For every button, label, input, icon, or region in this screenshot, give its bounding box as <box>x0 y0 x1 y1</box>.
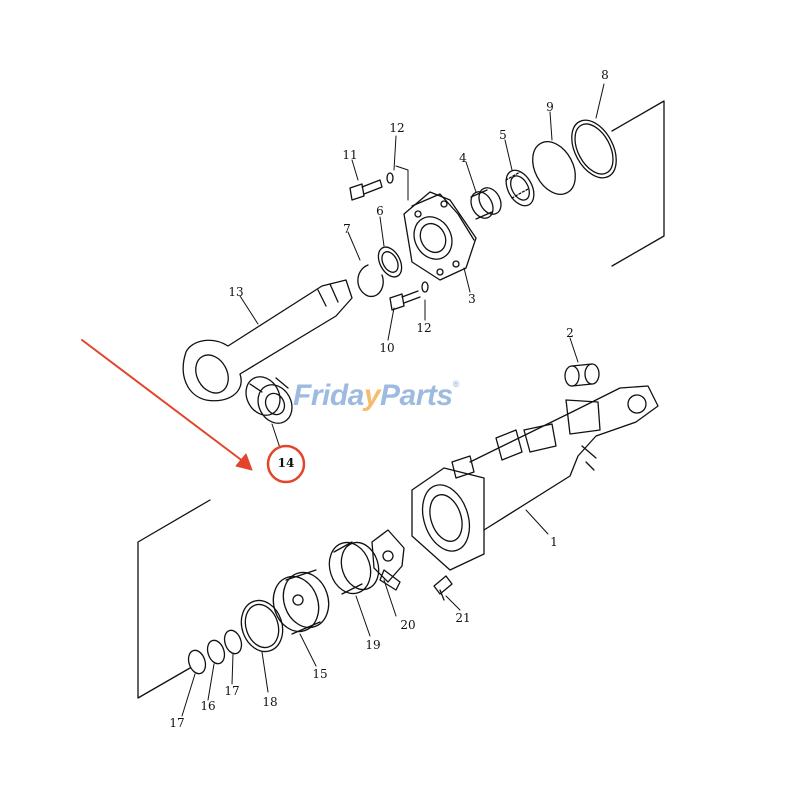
part-10-bolt <box>389 290 421 311</box>
label-part-4: 4 <box>459 151 467 165</box>
label-part-14: 14 <box>277 456 295 470</box>
label-part-10: 10 <box>379 341 395 355</box>
label-part-12-top: 12 <box>389 121 405 135</box>
label-part-19: 19 <box>365 638 381 652</box>
part-15-piston <box>272 569 330 635</box>
part-3-flange-block <box>403 191 477 281</box>
label-part-20: 20 <box>400 618 416 632</box>
part-20-flange-plate <box>371 529 405 591</box>
part-11-bolt <box>349 179 383 201</box>
label-part-5: 5 <box>499 128 507 142</box>
watermark-text-left: Frida <box>293 379 364 412</box>
part-19-nut <box>328 541 380 595</box>
watermark-registered-mark: ® <box>452 379 460 389</box>
part-17-ring-left <box>187 649 207 675</box>
label-part-16: 16 <box>200 699 216 713</box>
label-part-3: 3 <box>468 292 476 306</box>
label-part-12-bottom: 12 <box>416 321 432 335</box>
fridayparts-watermark: FridayParts® <box>293 379 459 413</box>
part-12-washer-bottom <box>421 281 429 293</box>
part-12-washer-top <box>386 172 394 184</box>
part-8-o-ring <box>571 119 617 179</box>
watermark-text-right: Parts <box>380 379 453 412</box>
label-part-21: 21 <box>455 611 471 625</box>
label-part-17-right: 17 <box>224 684 240 698</box>
part-6-bearing <box>377 246 403 278</box>
label-part-11: 11 <box>342 148 358 162</box>
part-17-ring-right <box>223 629 243 655</box>
part-2-bushing <box>564 363 600 387</box>
highlight-arrowhead <box>235 453 253 471</box>
assembly-bracket-top <box>611 100 665 267</box>
part-13-piston-rod <box>182 279 353 402</box>
leader-lines <box>181 83 605 717</box>
label-part-6: 6 <box>376 204 384 218</box>
label-part-15: 15 <box>312 667 328 681</box>
highlight-arrow-line <box>81 339 245 463</box>
part-7-snap-ring <box>357 264 384 298</box>
label-part-8: 8 <box>601 68 609 82</box>
highlight-circle <box>266 444 306 484</box>
label-part-7: 7 <box>343 222 351 236</box>
label-part-18: 18 <box>262 695 278 709</box>
part-9-ring <box>532 141 576 195</box>
part-18-seal-ring <box>240 599 284 653</box>
label-part-17-left: 17 <box>169 716 185 730</box>
part-16-ring <box>206 639 226 665</box>
label-part-1: 1 <box>550 535 558 549</box>
part-4-bushing <box>470 187 502 220</box>
label-part-13: 13 <box>228 285 244 299</box>
part-14-bushing <box>245 376 293 424</box>
label-part-2: 2 <box>566 326 574 340</box>
assembly-bracket-bottom <box>137 499 211 699</box>
part-1-cylinder-tube <box>411 385 659 571</box>
part-21-bolt <box>433 575 453 601</box>
part-5-bearing <box>505 169 535 207</box>
watermark-text-accent: y <box>363 379 381 412</box>
label-part-9: 9 <box>546 100 554 114</box>
